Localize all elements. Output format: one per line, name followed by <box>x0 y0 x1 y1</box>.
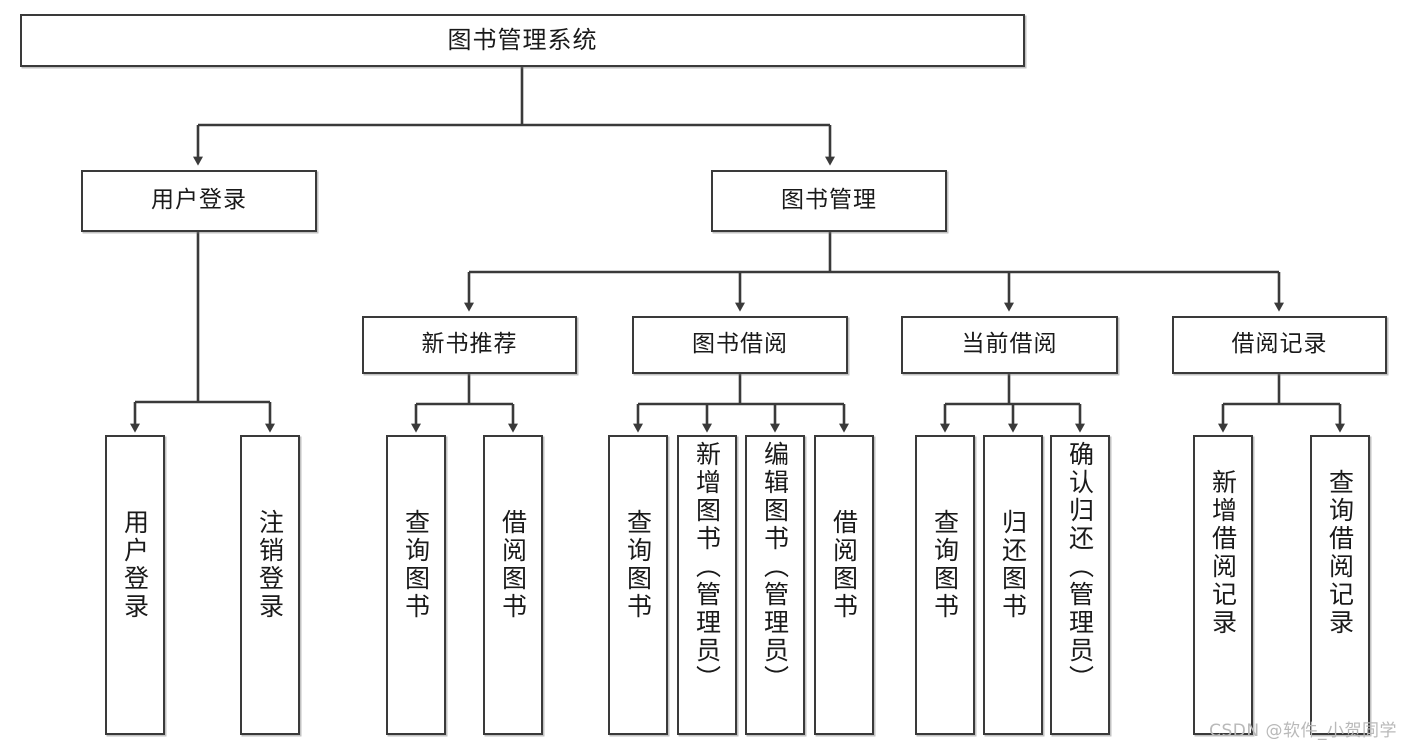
node-new-book-recommend-label: 新书推荐 <box>421 331 518 358</box>
node-leaf-borrow-book-2-label: 借阅图书 <box>829 509 859 621</box>
node-leaf-query-book-2-label: 查询图书 <box>623 509 653 621</box>
node-leaf-edit-book-label: 编辑图书（管理员） <box>760 441 790 693</box>
node-user-login-label: 用户登录 <box>151 187 247 214</box>
node-leaf-confirm-return-label: 确认归还（管理员） <box>1065 441 1095 693</box>
node-leaf-query-book-3-label: 查询图书 <box>930 509 960 621</box>
node-leaf-edit-book[interactable]: 编辑图书（管理员） <box>745 435 805 735</box>
node-current-borrow-label: 当前借阅 <box>961 331 1058 358</box>
node-current-borrow[interactable]: 当前借阅 <box>901 316 1118 374</box>
node-leaf-user-login[interactable]: 用户登录 <box>105 435 165 735</box>
node-book-borrow-label: 图书借阅 <box>692 331 788 358</box>
node-leaf-borrow-book-1[interactable]: 借阅图书 <box>483 435 543 735</box>
node-leaf-borrow-book-1-label: 借阅图书 <box>498 509 528 621</box>
node-leaf-borrow-book-2[interactable]: 借阅图书 <box>814 435 874 735</box>
node-leaf-confirm-return[interactable]: 确认归还（管理员） <box>1050 435 1110 735</box>
node-root[interactable]: 图书管理系统 <box>20 14 1025 67</box>
node-leaf-query-book-2[interactable]: 查询图书 <box>608 435 668 735</box>
node-book-borrow[interactable]: 图书借阅 <box>632 316 848 374</box>
node-leaf-logout-login[interactable]: 注销登录 <box>240 435 300 735</box>
node-leaf-logout-login-label: 注销登录 <box>255 509 285 621</box>
node-leaf-query-record[interactable]: 查询借阅记录 <box>1310 435 1370 735</box>
node-borrow-record-label: 借阅记录 <box>1231 331 1328 358</box>
node-book-manage[interactable]: 图书管理 <box>711 170 947 232</box>
node-user-login[interactable]: 用户登录 <box>81 170 317 232</box>
node-leaf-add-record-label: 新增借阅记录 <box>1208 469 1238 637</box>
node-root-label: 图书管理系统 <box>447 26 598 55</box>
node-leaf-user-login-label: 用户登录 <box>120 509 150 621</box>
node-leaf-query-book-3[interactable]: 查询图书 <box>915 435 975 735</box>
node-leaf-query-book-1-label: 查询图书 <box>401 509 431 621</box>
node-new-book-recommend[interactable]: 新书推荐 <box>362 316 577 374</box>
node-leaf-return-book[interactable]: 归还图书 <box>983 435 1043 735</box>
watermark-text: CSDN @软件_小贺同学 <box>1209 721 1397 741</box>
node-leaf-add-book-label: 新增图书（管理员） <box>692 441 722 693</box>
node-leaf-add-record[interactable]: 新增借阅记录 <box>1193 435 1253 735</box>
node-book-manage-label: 图书管理 <box>781 187 877 214</box>
node-borrow-record[interactable]: 借阅记录 <box>1172 316 1387 374</box>
node-leaf-query-record-label: 查询借阅记录 <box>1325 469 1355 637</box>
node-leaf-return-book-label: 归还图书 <box>998 509 1028 621</box>
node-leaf-add-book[interactable]: 新增图书（管理员） <box>677 435 737 735</box>
node-leaf-query-book-1[interactable]: 查询图书 <box>386 435 446 735</box>
